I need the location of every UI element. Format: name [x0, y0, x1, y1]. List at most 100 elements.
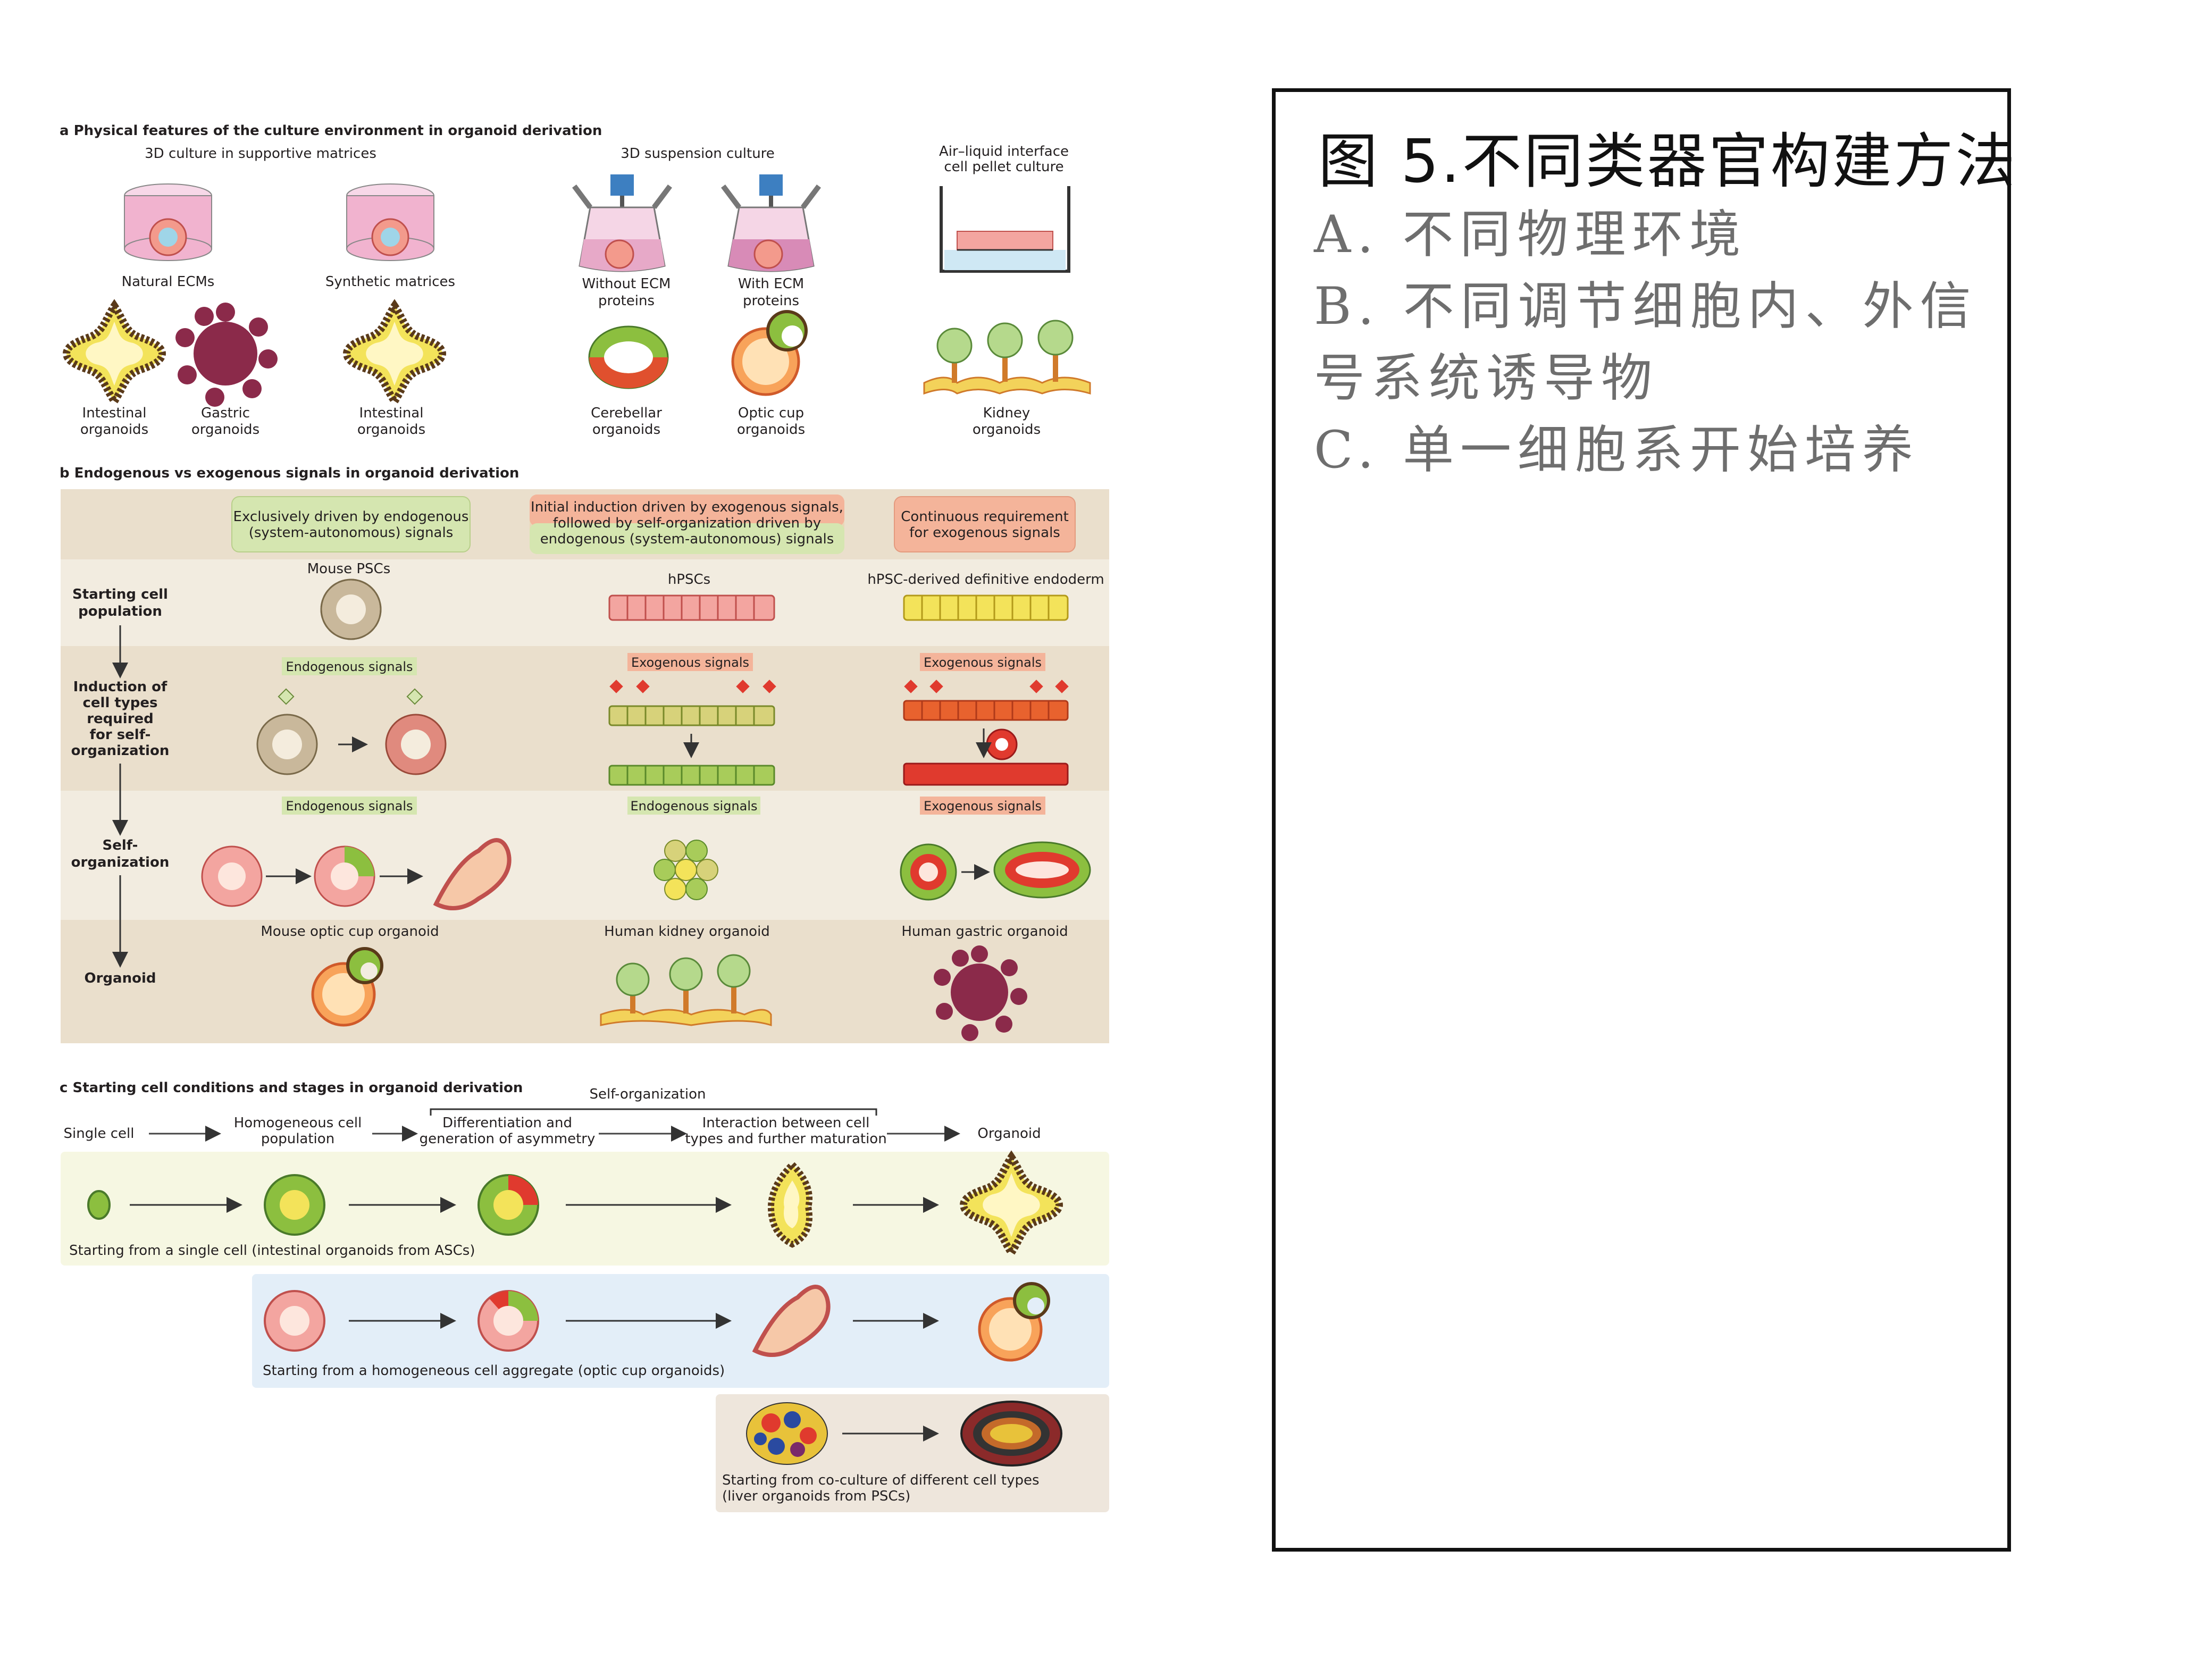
- header-2-line3: endogenous (system-autonomous) signals: [540, 531, 834, 547]
- optic-cup-organoid-a: [731, 310, 808, 396]
- organoid-label-3: Human gastric organoid: [901, 924, 1068, 940]
- header-box-exogenous: [894, 496, 1076, 552]
- kidney-organoid-a: [923, 320, 1091, 395]
- self-org-gastric-sequence: [900, 841, 1091, 901]
- self-org-kidney-cluster: [653, 840, 718, 900]
- kidney-organoid-b: [600, 954, 772, 1027]
- rowlabel-ind-5: organization: [71, 743, 170, 759]
- definitive-endoderm-layer: [903, 594, 1069, 621]
- col1-title: 3D culture in supportive matrices: [145, 146, 376, 162]
- tag-endo-text-2: Endogenous signals: [286, 799, 413, 814]
- section-b-heading: b Endogenous vs exogenous signals in org…: [60, 465, 519, 481]
- col3-title-line2: cell pellet culture: [944, 159, 1063, 175]
- induction-hpsc-layers: [608, 680, 776, 786]
- tag-endo-text-3: Endogenous signals: [630, 799, 757, 814]
- organoid-figure: a Physical features of the culture envir…: [60, 123, 1109, 1512]
- tag-endogenous-2: [282, 797, 417, 815]
- rowlabel-ind-1: Induction of: [73, 679, 167, 695]
- co-culture-aggregate: [746, 1402, 828, 1465]
- self-org-label: Self-organization: [590, 1086, 706, 1102]
- header-box-mixed-bottom: [530, 523, 844, 554]
- tag-endogenous-3: [627, 797, 760, 815]
- dish-label-natural: Natural ECMs: [122, 274, 215, 290]
- row-c1-label: Starting from a single cell (intestinal …: [69, 1243, 475, 1259]
- rowlabel-ind-3: required: [87, 711, 154, 727]
- evaginating-optic-vesicle: [752, 1285, 831, 1357]
- row-c2-background: [252, 1274, 1109, 1388]
- col2-title: 3D suspension culture: [621, 146, 775, 162]
- dish-natural-ecm: [124, 183, 212, 261]
- organoid-label-1: Mouse optic cup organoid: [261, 924, 439, 940]
- tag-exo-text-2: Exogenous signals: [924, 655, 1042, 670]
- org-label-5-line1: Optic cup: [738, 405, 804, 421]
- org-label-4-line2: organoids: [592, 422, 660, 438]
- note-line-c: C. 单一细胞系开始培养: [1314, 420, 1920, 480]
- row-c2-label: Starting from a homogeneous cell aggrega…: [263, 1363, 725, 1379]
- header-3-line2: for exogenous signals: [909, 525, 1060, 541]
- tag-exogenous-3: [920, 797, 1045, 815]
- stage-label-2-line2: population: [261, 1131, 334, 1147]
- header-box-mixed-top: [530, 495, 844, 526]
- mouse-psc-aggregate: [320, 579, 382, 640]
- row-c3-label-line2: (liver organoids from PSCs): [722, 1488, 910, 1504]
- intestinal-organoid-2: [342, 299, 447, 408]
- homogeneous-pink-aggregate: [264, 1290, 325, 1352]
- optic-cup-organoid-c: [978, 1282, 1050, 1362]
- asymmetric-aggregate-1: [477, 1174, 539, 1236]
- header-1-line1: Exclusively driven by endogenous: [233, 509, 469, 525]
- col3-title-line1: Air–liquid interface: [939, 144, 1069, 160]
- rowlabel-start-1: Starting cell: [72, 586, 168, 602]
- org-label-3-line1: Intestinal: [359, 405, 424, 421]
- rowlabel-ind-2: cell types: [82, 695, 157, 711]
- intestinal-organoid-1: [62, 299, 166, 408]
- stage-label-3-line1: Differentiation and: [442, 1115, 572, 1131]
- start-label-2: hPSCs: [668, 572, 710, 588]
- tag-exo-text-1: Exogenous signals: [631, 655, 749, 670]
- note-line-b: B. 不同调节细胞内、外信: [1314, 276, 1978, 336]
- note-line-a: A. 不同物理环境: [1314, 205, 1747, 264]
- section-b: b Endogenous vs exogenous signals in org…: [60, 465, 1109, 1043]
- air-liquid-well: [940, 186, 1070, 273]
- gastric-organoid-b: [934, 945, 1027, 1041]
- rowlabel-start-2: population: [78, 604, 162, 619]
- single-cell: [87, 1190, 111, 1220]
- optic-cup-organoid-b: [311, 947, 383, 1027]
- rowlabel-self-2: organization: [71, 854, 170, 870]
- stage-label-3-line2: generation of asymmetry: [420, 1131, 596, 1147]
- dish-label-synthetic: Synthetic matrices: [325, 274, 455, 290]
- header-1-line2: (system-autonomous) signals: [249, 525, 454, 541]
- org-label-4-line1: Cerebellar: [591, 405, 662, 421]
- intestinal-organoid-c: [959, 1150, 1063, 1260]
- note-line-b-cont: 号系统诱导物: [1314, 348, 1658, 408]
- dish-synthetic-matrix: [346, 183, 434, 261]
- stage-label-4-line2: types and further maturation: [685, 1131, 886, 1147]
- org-label-5-line2: organoids: [737, 422, 805, 438]
- notes-panel: 图 5.不同类器官构建方法 A. 不同物理环境 B. 不同调节细胞内、外信 号系…: [1272, 88, 2015, 1552]
- flask-label-2-line1: With ECM: [738, 276, 804, 292]
- section-a-heading: a Physical features of the culture envir…: [60, 123, 602, 139]
- rowlabel-self-1: Self-: [103, 837, 138, 853]
- org-label-6-line1: Kidney: [983, 405, 1030, 421]
- tag-exo-text-3: Exogenous signals: [924, 799, 1042, 814]
- tag-exogenous-1: [627, 653, 753, 671]
- flask-with-ecm: [721, 174, 821, 272]
- liver-organoid: [960, 1401, 1062, 1467]
- flask-label-2-line2: proteins: [743, 293, 799, 309]
- stage-label-4-line1: Interaction between cell: [702, 1115, 870, 1131]
- self-org-optic-sequence: [201, 838, 512, 910]
- gastric-organoid: [175, 303, 278, 407]
- stage-label-1: Single cell: [64, 1126, 135, 1142]
- tag-endo-text-1: Endogenous signals: [286, 659, 413, 674]
- rowlabel-organoid: Organoid: [85, 970, 156, 986]
- homogeneous-green-aggregate: [264, 1174, 325, 1236]
- header-2-line1: Initial induction driven by exogenous si…: [531, 499, 843, 515]
- rowlabel-ind-4: for self-: [90, 727, 151, 743]
- header-box-endogenous: [231, 496, 471, 552]
- notes-title: 图 5.不同类器官构建方法: [1318, 127, 2017, 196]
- tag-endogenous-1: [282, 657, 417, 675]
- maturing-intestinal-organoid: [767, 1160, 812, 1248]
- flask-label-1-line1: Without ECM: [582, 276, 671, 292]
- section-c: c Starting cell conditions and stages in…: [60, 1080, 1109, 1512]
- org-label-2-line2: organoids: [191, 422, 259, 438]
- tag-exogenous-2: [920, 653, 1045, 671]
